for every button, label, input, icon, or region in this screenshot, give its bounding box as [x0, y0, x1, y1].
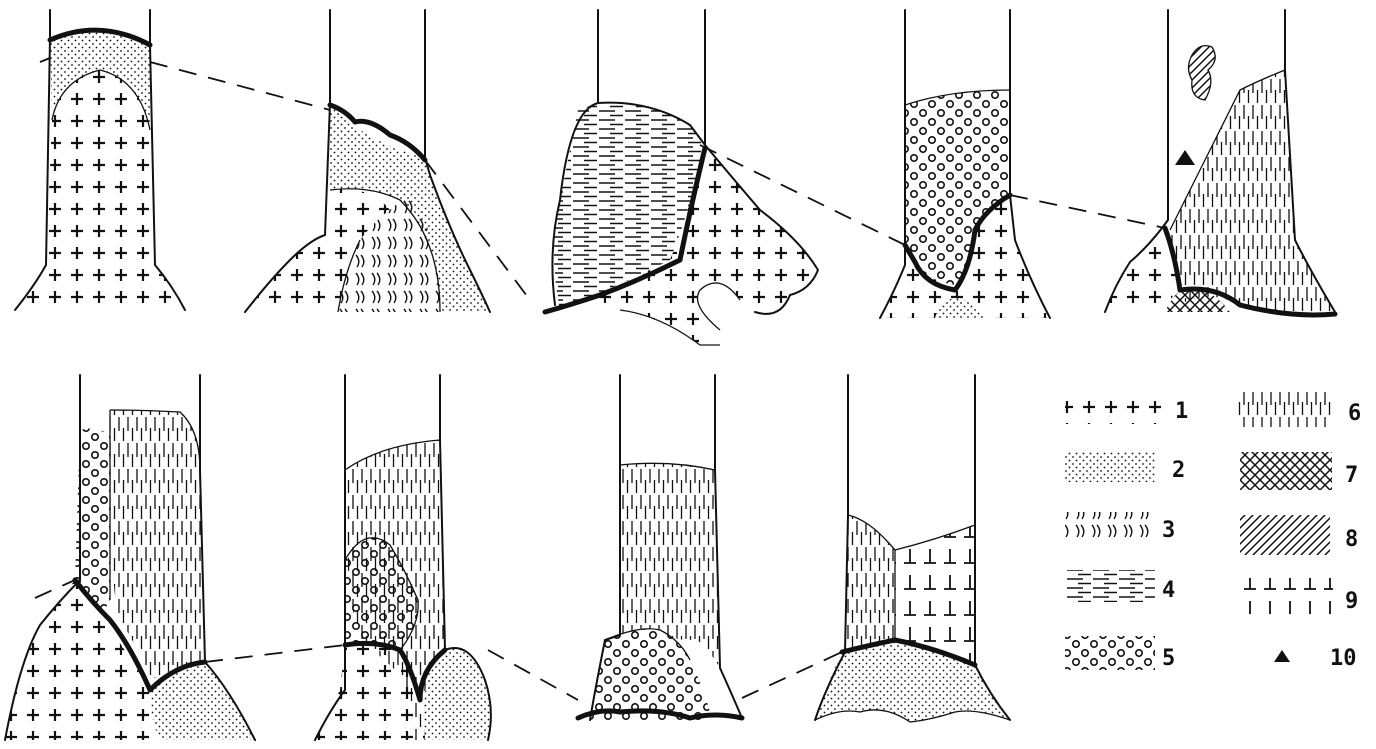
triangle-marker [1175, 150, 1195, 165]
legend-label: 2 [1172, 458, 1185, 483]
triangle-icon [1274, 650, 1290, 662]
legend-label: 9 [1345, 589, 1358, 614]
legend-item-1: 1 [1065, 392, 1188, 424]
legend-item-7: 7 [1240, 452, 1358, 490]
section-6 [5, 375, 255, 740]
legend-item-4: 4 [1065, 570, 1175, 603]
legend-label: 6 [1348, 401, 1361, 426]
section-2 [245, 10, 490, 312]
legend: 1 2 3 4 5 6 7 8 [1065, 392, 1361, 671]
section-5 [1105, 10, 1335, 315]
legend-label: 3 [1162, 518, 1175, 543]
legend-item-2: 2 [1065, 452, 1185, 483]
section-8 [578, 375, 742, 720]
legend-item-6: 6 [1238, 392, 1361, 427]
legend-item-9: 9 [1238, 578, 1358, 614]
section-9 [815, 375, 1010, 722]
section-1 [15, 10, 185, 310]
legend-item-3: 3 [1065, 512, 1175, 543]
section-3 [545, 10, 818, 345]
legend-label: 1 [1175, 399, 1188, 424]
legend-item-10: 10 [1274, 646, 1357, 671]
legend-label: 7 [1345, 463, 1358, 488]
legend-item-5: 5 [1065, 636, 1175, 671]
legend-label: 10 [1330, 646, 1357, 671]
section-4 [880, 10, 1050, 318]
section-7 [315, 375, 491, 740]
legend-label: 8 [1345, 527, 1358, 552]
legend-item-8: 8 [1240, 515, 1358, 555]
legend-label: 4 [1162, 578, 1175, 603]
legend-label: 5 [1162, 646, 1175, 671]
